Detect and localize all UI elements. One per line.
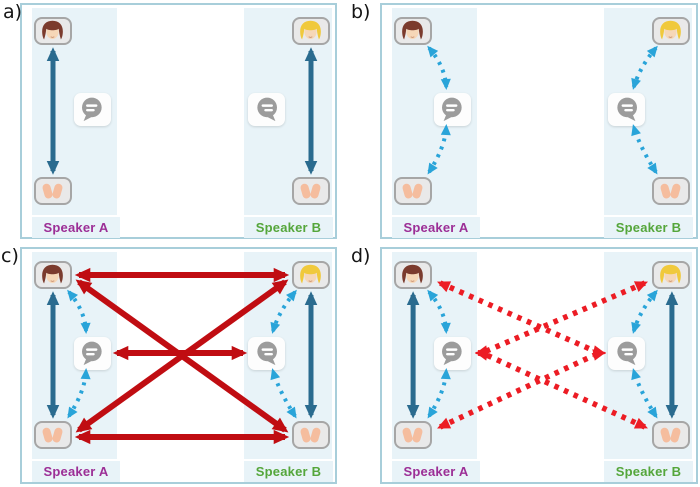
face-icon-speaker-b <box>652 17 690 45</box>
speaker-a-label: Speaker A <box>392 217 480 238</box>
edge-hands_A-bubble_A <box>427 124 451 175</box>
face-icon-speaker-b <box>292 261 330 289</box>
edge-face_B-bubble_B <box>631 289 658 334</box>
panel-d: Speaker A Speaker B <box>380 247 698 484</box>
edge-hands_B-bubble_B <box>631 368 658 419</box>
panel-a: Speaker A Speaker B <box>20 3 337 239</box>
face-icon-speaker-b <box>292 17 330 45</box>
arrows-layer <box>406 280 679 430</box>
speech-bubble-icon-speaker-b <box>248 93 285 126</box>
face-icon <box>660 20 681 40</box>
edge-face_A-bubble_A <box>427 45 451 90</box>
speech-bubble-icon-speaker-a <box>434 93 471 126</box>
face-icon-speaker-a <box>34 17 72 45</box>
gesture-hands-icon-speaker-a <box>34 177 72 205</box>
gesture-hands-icon <box>660 427 681 443</box>
panel-b: Speaker A Speaker B <box>380 3 698 239</box>
face-icon <box>402 264 423 284</box>
speaker-b-label: Speaker B <box>604 461 693 482</box>
gesture-hands-icon-speaker-b <box>292 177 330 205</box>
gesture-hands-icon-speaker-a <box>394 421 432 449</box>
arrows-layer <box>46 267 318 445</box>
edge-face_B-bubble_A <box>474 280 649 357</box>
edge-hands_A-bubble_B <box>437 349 607 430</box>
face-icon-speaker-a <box>394 17 432 45</box>
face-icon <box>42 264 63 284</box>
speech-bubble-icon <box>257 97 277 122</box>
speaker-a-label: Speaker A <box>392 461 480 482</box>
speech-bubble-icon <box>442 97 462 122</box>
face-icon-speaker-a <box>34 261 72 289</box>
gesture-hands-icon-speaker-b <box>652 421 690 449</box>
edge-face_B-bubble_B <box>631 45 658 90</box>
gesture-hands-icon <box>402 183 423 199</box>
edge-hands_B-bubble_B <box>270 368 297 419</box>
face-icon <box>300 20 321 40</box>
speaker-a-label: Speaker A <box>32 217 120 238</box>
panel-letter-b: b) <box>351 1 371 23</box>
panel-letter-d: d) <box>351 245 371 267</box>
arrows-layer <box>427 45 658 175</box>
speaker-b-label: Speaker B <box>244 217 333 238</box>
panel-c: Speaker A Speaker B <box>20 247 337 484</box>
gesture-hands-icon-speaker-a <box>394 177 432 205</box>
face-icon <box>660 264 681 284</box>
speech-bubble-icon <box>82 97 102 122</box>
speech-bubble-icon-speaker-b <box>608 93 645 126</box>
speaker-b-label: Speaker B <box>244 461 333 482</box>
gesture-hands-icon <box>42 427 63 443</box>
edge-hands_A-bubble_A <box>67 368 91 419</box>
gesture-hands-icon <box>42 183 63 199</box>
edge-hands_B-bubble_A <box>474 349 648 430</box>
gesture-hands-icon <box>660 183 681 199</box>
speaker-b-label: Speaker B <box>604 217 693 238</box>
edge-face_B-bubble_B <box>270 289 297 334</box>
gesture-hands-icon-speaker-b <box>292 421 330 449</box>
face-icon-speaker-a <box>394 261 432 289</box>
edge-hands_A-bubble_A <box>427 368 451 419</box>
edge-hands_B-bubble_B <box>631 124 658 175</box>
gesture-hands-icon <box>300 183 321 199</box>
arrows-layer <box>46 47 318 175</box>
face-icon <box>300 264 321 284</box>
edge-face_A-bubble_A <box>427 289 451 334</box>
edge-face_A-bubble_A <box>67 289 91 334</box>
face-icon <box>402 20 423 40</box>
gesture-hands-icon-speaker-b <box>652 177 690 205</box>
face-icon <box>42 20 63 40</box>
gesture-hands-icon <box>402 427 423 443</box>
speech-bubble-icon <box>617 97 637 122</box>
speech-bubble-icon-speaker-a <box>74 93 111 126</box>
gesture-hands-icon-speaker-a <box>34 421 72 449</box>
panel-letter-a: a) <box>3 1 23 23</box>
edge-face_A-bubble_B <box>437 280 607 357</box>
panel-letter-c: c) <box>1 245 19 267</box>
gesture-hands-icon <box>300 427 321 443</box>
speaker-a-label: Speaker A <box>32 461 120 482</box>
face-icon-speaker-b <box>652 261 690 289</box>
